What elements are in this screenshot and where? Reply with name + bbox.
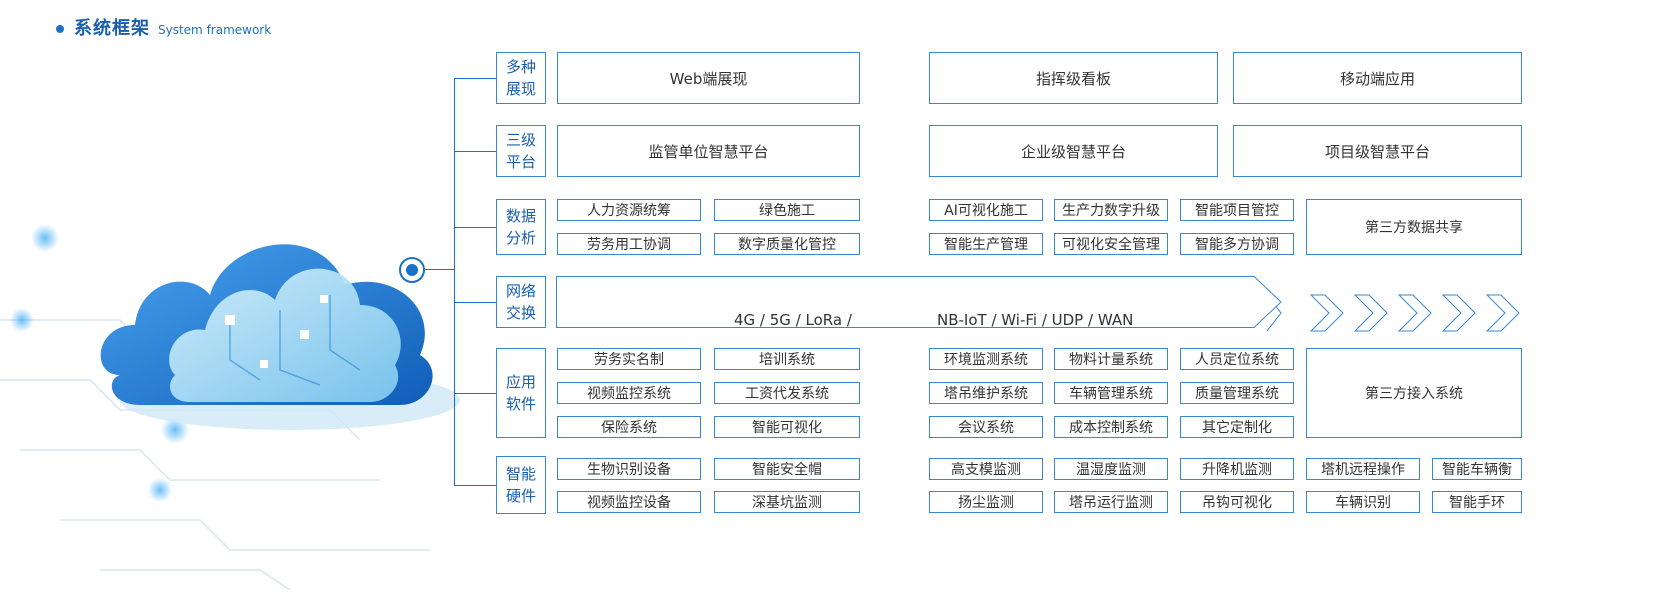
analysis-item: 智能多方协调 <box>1180 233 1294 255</box>
analysis-share: 第三方数据共享 <box>1306 199 1522 255</box>
platform-project: 项目级智慧平台 <box>1233 125 1522 177</box>
analysis-item: 绿色施工 <box>714 199 860 221</box>
tree-branch <box>454 393 496 394</box>
software-item: 质量管理系统 <box>1180 382 1294 404</box>
network-arrow-icon <box>1267 294 1520 332</box>
hardware-item: 智能手环 <box>1432 491 1522 513</box>
software-item: 视频监控系统 <box>557 382 701 404</box>
network-banner <box>556 276 1282 328</box>
section-subtitle: System framework <box>158 23 272 37</box>
section-header: 系统框架 System framework <box>56 14 271 40</box>
hardware-item: 升降机监测 <box>1180 458 1294 480</box>
hardware-item: 塔吊运行监测 <box>1054 491 1168 513</box>
software-item: 劳务实名制 <box>557 348 701 370</box>
section-title: 系统框架 <box>74 18 150 39</box>
category-display: 多种展现 <box>496 52 546 104</box>
category-analysis: 数据分析 <box>496 199 546 255</box>
hardware-item: 车辆识别 <box>1306 491 1420 513</box>
platform-enterprise: 企业级智慧平台 <box>929 125 1218 177</box>
software-item: 智能可视化 <box>714 416 860 438</box>
connector-node-icon <box>399 257 425 283</box>
bullet-dot-icon <box>56 25 64 33</box>
software-item: 物料计量系统 <box>1054 348 1168 370</box>
hardware-item: 生物识别设备 <box>557 458 701 480</box>
tree-branch <box>454 78 496 79</box>
software-access: 第三方接入系统 <box>1306 348 1522 438</box>
hardware-item: 扬尘监测 <box>929 491 1043 513</box>
tree-branch <box>454 227 496 228</box>
software-item: 保险系统 <box>557 416 701 438</box>
software-item: 会议系统 <box>929 416 1043 438</box>
software-item: 其它定制化 <box>1180 416 1294 438</box>
tree-branch <box>454 302 496 303</box>
category-network: 网络交换 <box>496 276 546 328</box>
platform-regulator: 监管单位智慧平台 <box>557 125 860 177</box>
analysis-item: 生产力数字升级 <box>1054 199 1168 221</box>
analysis-item: AI可视化施工 <box>929 199 1043 221</box>
tree-branch <box>454 151 496 152</box>
tree-trunk <box>454 78 455 485</box>
category-platform: 三级平台 <box>496 125 546 177</box>
display-web: Web端展现 <box>557 52 860 104</box>
display-mobile: 移动端应用 <box>1233 52 1522 104</box>
analysis-item: 智能项目管控 <box>1180 199 1294 221</box>
category-software: 应用软件 <box>496 348 546 438</box>
hardware-item: 深基坑监测 <box>714 491 860 513</box>
tree-branch <box>454 485 496 486</box>
display-dashboard: 指挥级看板 <box>929 52 1218 104</box>
analysis-item: 人力资源统筹 <box>557 199 701 221</box>
hardware-item: 吊钩可视化 <box>1180 491 1294 513</box>
analysis-item: 劳务用工协调 <box>557 233 701 255</box>
hardware-item: 智能安全帽 <box>714 458 860 480</box>
analysis-item: 可视化安全管理 <box>1054 233 1168 255</box>
software-item: 培训系统 <box>714 348 860 370</box>
software-item: 人员定位系统 <box>1180 348 1294 370</box>
category-hardware: 智能硬件 <box>496 456 546 514</box>
hardware-item: 智能车辆衡 <box>1432 458 1522 480</box>
analysis-item: 数字质量化管控 <box>714 233 860 255</box>
software-item: 成本控制系统 <box>1054 416 1168 438</box>
hardware-item: 塔机远程操作 <box>1306 458 1420 480</box>
cloud-illustration <box>0 224 460 590</box>
connector-line <box>424 269 454 270</box>
hardware-item: 温湿度监测 <box>1054 458 1168 480</box>
hardware-item: 视频监控设备 <box>557 491 701 513</box>
network-protocols-left: 4G / 5G / LoRa / <box>734 311 852 329</box>
software-item: 塔吊维护系统 <box>929 382 1043 404</box>
software-item: 车辆管理系统 <box>1054 382 1168 404</box>
hardware-item: 高支模监测 <box>929 458 1043 480</box>
software-item: 工资代发系统 <box>714 382 860 404</box>
analysis-item: 智能生产管理 <box>929 233 1043 255</box>
network-protocols-right: NB-IoT / Wi-Fi / UDP / WAN <box>937 311 1134 329</box>
software-item: 环境监测系统 <box>929 348 1043 370</box>
